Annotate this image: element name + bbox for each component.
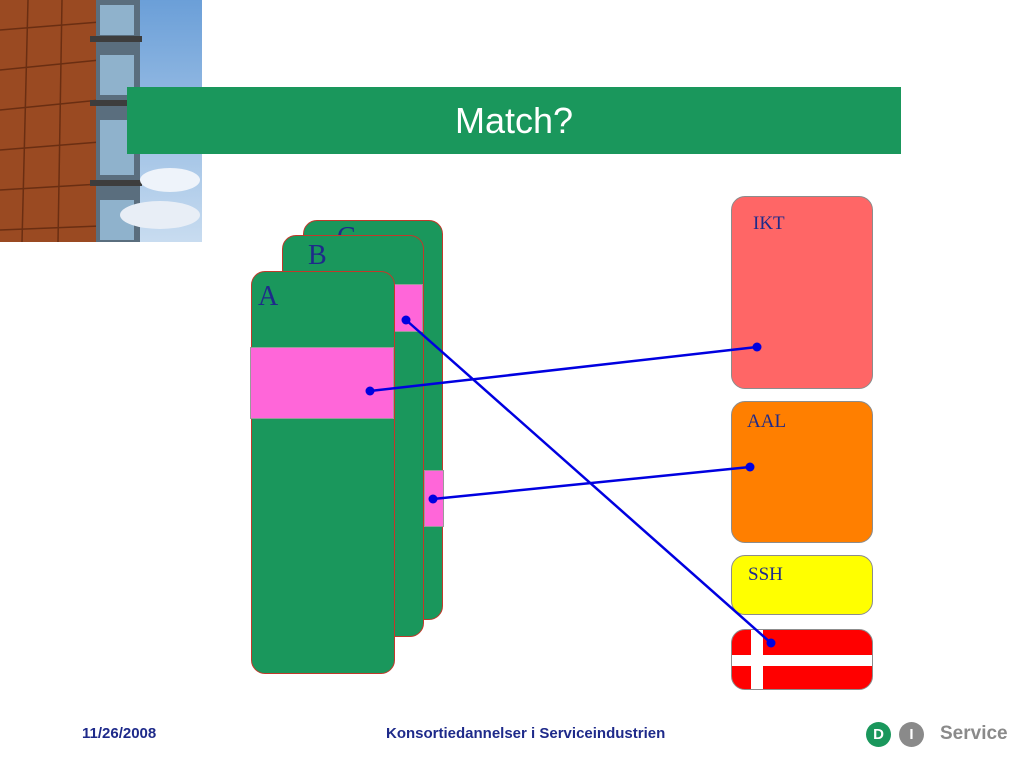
card-c-label: C <box>337 224 356 237</box>
card-a <box>251 271 395 674</box>
danish-flag-box <box>731 629 873 690</box>
connector-b-flag <box>405 319 772 644</box>
title-bar: Match? <box>127 87 901 154</box>
footer-title: Konsortiedannelser i Serviceindustrien <box>386 725 666 742</box>
card-b-highlight <box>393 284 423 332</box>
ikt-label: IKT <box>753 213 785 234</box>
slide-title: Match? <box>454 99 574 141</box>
di-service-logo: D I Service <box>866 722 1011 748</box>
logo-service-text: Service <box>940 723 1008 744</box>
footer-date: 11/26/2008 <box>82 725 157 742</box>
card-a-highlight <box>250 347 394 419</box>
connector-c-aal <box>432 465 751 501</box>
flag-cross-horizontal <box>732 655 872 666</box>
card-a-label: A <box>258 281 279 312</box>
logo-i-circle: I <box>899 722 924 747</box>
logo-d-circle: D <box>866 722 891 747</box>
card-b-label: B <box>308 240 327 271</box>
ssh-label: SSH <box>748 564 783 585</box>
aal-label: AAL <box>747 411 787 432</box>
card-c-highlight <box>424 470 444 527</box>
